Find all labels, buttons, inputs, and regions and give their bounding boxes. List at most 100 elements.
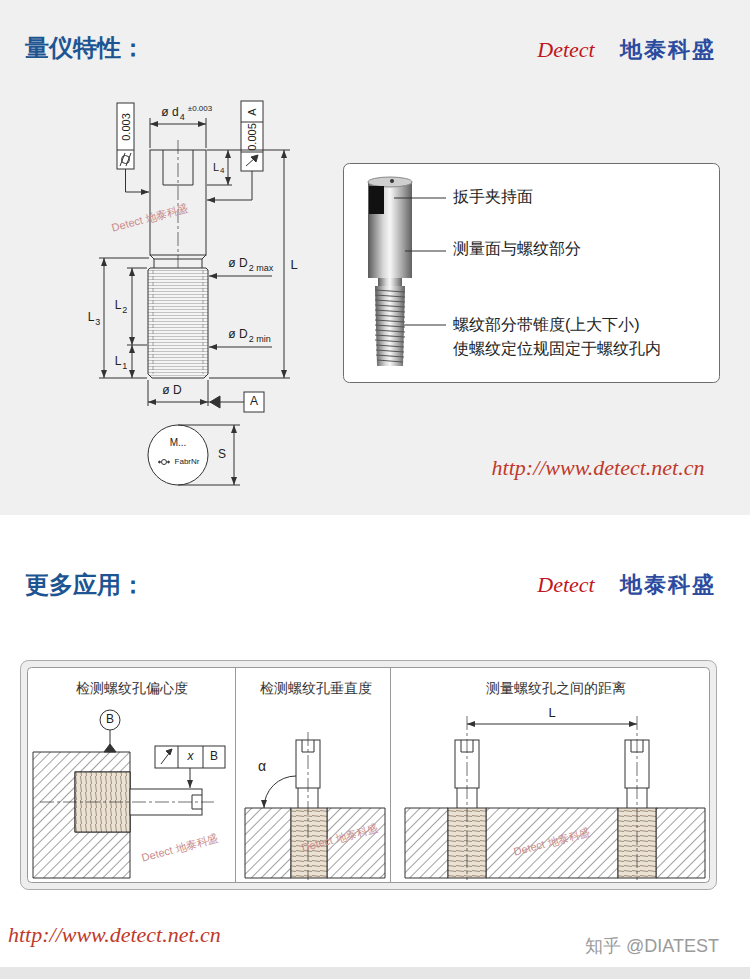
application-panel-part xyxy=(236,668,391,882)
datum-letter: A xyxy=(250,395,258,409)
gauge-drawing-part xyxy=(150,150,206,255)
application-panel-part xyxy=(28,668,710,883)
tolerance-value: ±0.003 xyxy=(188,104,212,113)
eccentricity-illustration-part xyxy=(110,730,111,745)
dimension-label: ø d xyxy=(161,106,178,120)
gauge-drawing-part xyxy=(244,392,264,412)
photo-illustration-part xyxy=(344,164,720,383)
gauge-drawing-part xyxy=(210,396,220,408)
angle-label: α xyxy=(258,758,266,774)
marking-text: M... xyxy=(170,437,187,449)
brand-name: Detect xyxy=(537,572,594,597)
distance-illustration-part xyxy=(457,740,647,808)
section-heading: 检测螺纹孔垂直度 xyxy=(235,680,396,696)
website-url: http://www.detect.net.cn xyxy=(8,922,221,947)
eccentricity-illustration-part xyxy=(40,802,214,803)
dimension-label: L xyxy=(548,706,555,721)
gauge-drawing-part xyxy=(150,255,206,268)
callout-text: 测量面与螺纹部分 xyxy=(453,240,581,258)
eccentricity-illustration-part xyxy=(155,746,225,768)
eccentricity-illustration-part xyxy=(190,768,191,788)
gauge-drawing-part xyxy=(117,103,134,169)
gauge-drawing-part xyxy=(148,380,208,406)
datum-letter: A xyxy=(246,108,259,115)
dimension-label: L xyxy=(213,161,219,174)
application-section: 检测螺纹孔垂直度 xyxy=(235,662,396,888)
dimension-label: L xyxy=(290,258,297,273)
photo-panel: 扳手夹持面测量面与螺纹部分螺纹部分带锥度(上大下小) 使螺纹定位规固定于螺纹孔内 xyxy=(343,163,720,383)
eccentricity-illustration-part xyxy=(33,752,130,878)
brand-name: 地泰科盛 xyxy=(620,572,716,597)
section-heading: 测量螺纹孔之间的距离 xyxy=(390,680,721,696)
callout-text: 扳手夹持面 xyxy=(453,188,533,206)
gauge-drawing-part xyxy=(162,460,167,465)
dimension-subscript: 4 xyxy=(180,112,185,122)
gauge-drawing-part xyxy=(148,425,208,485)
source-credit: 知乎 @DIATEST xyxy=(585,936,719,957)
tolerance-value: x xyxy=(188,750,194,764)
gauge-drawing-part xyxy=(178,425,240,485)
datum-letter: B xyxy=(210,750,218,764)
dimension-subscript: 2 min xyxy=(249,334,271,344)
gauge-drawing-part xyxy=(241,122,263,152)
gauge-drawing-part xyxy=(132,268,133,345)
brand-name: Detect xyxy=(537,37,594,62)
photo-illustration-part xyxy=(394,198,446,325)
dimension-subscript: 3 xyxy=(95,317,100,327)
marking-text: FabrNr xyxy=(175,457,200,466)
tolerance-value: 0.005 xyxy=(246,123,259,151)
gauge-drawing-part xyxy=(241,101,263,171)
dimension-label: ø D xyxy=(228,257,247,271)
photo-illustration-part xyxy=(369,186,384,214)
brand-name: 地泰科盛 xyxy=(620,37,716,62)
gauge-drawing-part xyxy=(148,268,208,378)
application-section: 检测螺纹孔偏心度 xyxy=(22,662,241,888)
gauge-drawing-part xyxy=(159,461,161,463)
gauge-drawing-part xyxy=(207,150,290,185)
tolerance-value: 0.003 xyxy=(119,113,132,141)
website-url: http://www.detect.net.cn xyxy=(492,455,705,480)
dimension-label: ø D xyxy=(162,384,181,398)
gauge-drawing-part xyxy=(168,461,170,463)
gauge-drawing-part xyxy=(153,270,203,374)
gauge-drawing-part xyxy=(234,425,235,485)
dimension-label: ø D xyxy=(228,328,247,342)
callout-text: 螺纹部分带锥度(上大下小) 使螺纹定位规固定于螺纹孔内 xyxy=(453,313,678,361)
eccentricity-illustration-part xyxy=(166,749,172,755)
datum-letter: B xyxy=(106,713,114,727)
gauge-drawing-part xyxy=(99,258,149,378)
distance-illustration-part xyxy=(405,808,705,878)
page-ground-part xyxy=(0,515,750,979)
dimension-label: L xyxy=(115,355,122,369)
section-heading: 检测螺纹孔偏心度 xyxy=(22,680,241,696)
dimension-subscript: 4 xyxy=(220,166,224,175)
distance-illustration-part xyxy=(637,716,638,880)
distance-illustration xyxy=(405,716,705,880)
gauge-drawing-part xyxy=(251,155,258,162)
gauge-drawing-part xyxy=(209,347,272,348)
gauge-drawing-part xyxy=(127,268,147,345)
dimension-subscript: 1 xyxy=(122,361,127,371)
gauge-drawing-part xyxy=(104,258,105,378)
perpendicularity-illustration-part xyxy=(245,808,385,878)
application-section: 测量螺纹孔之间的距离 xyxy=(390,662,721,888)
dimension-label: S xyxy=(218,448,226,462)
section-title: 更多应用： xyxy=(25,571,145,599)
gauge-drawing xyxy=(99,101,290,485)
photo-illustration-part xyxy=(378,278,402,286)
gauge-drawing-part xyxy=(209,378,290,379)
gauge-drawing-part xyxy=(126,169,150,192)
dimension-label: L xyxy=(115,299,122,313)
photo-illustration-part xyxy=(375,286,405,366)
perpendicularity-illustration-part xyxy=(308,732,309,880)
page-ground-part xyxy=(0,0,750,515)
photo-illustration-part xyxy=(375,290,405,362)
photo-illustration xyxy=(344,164,720,383)
gauge-drawing-part xyxy=(284,150,285,378)
photo-illustration-part xyxy=(368,182,412,278)
perpendicularity-illustration xyxy=(245,732,385,880)
gauge-drawing-part xyxy=(150,124,206,125)
section-title: 量仪特性： xyxy=(25,34,145,62)
